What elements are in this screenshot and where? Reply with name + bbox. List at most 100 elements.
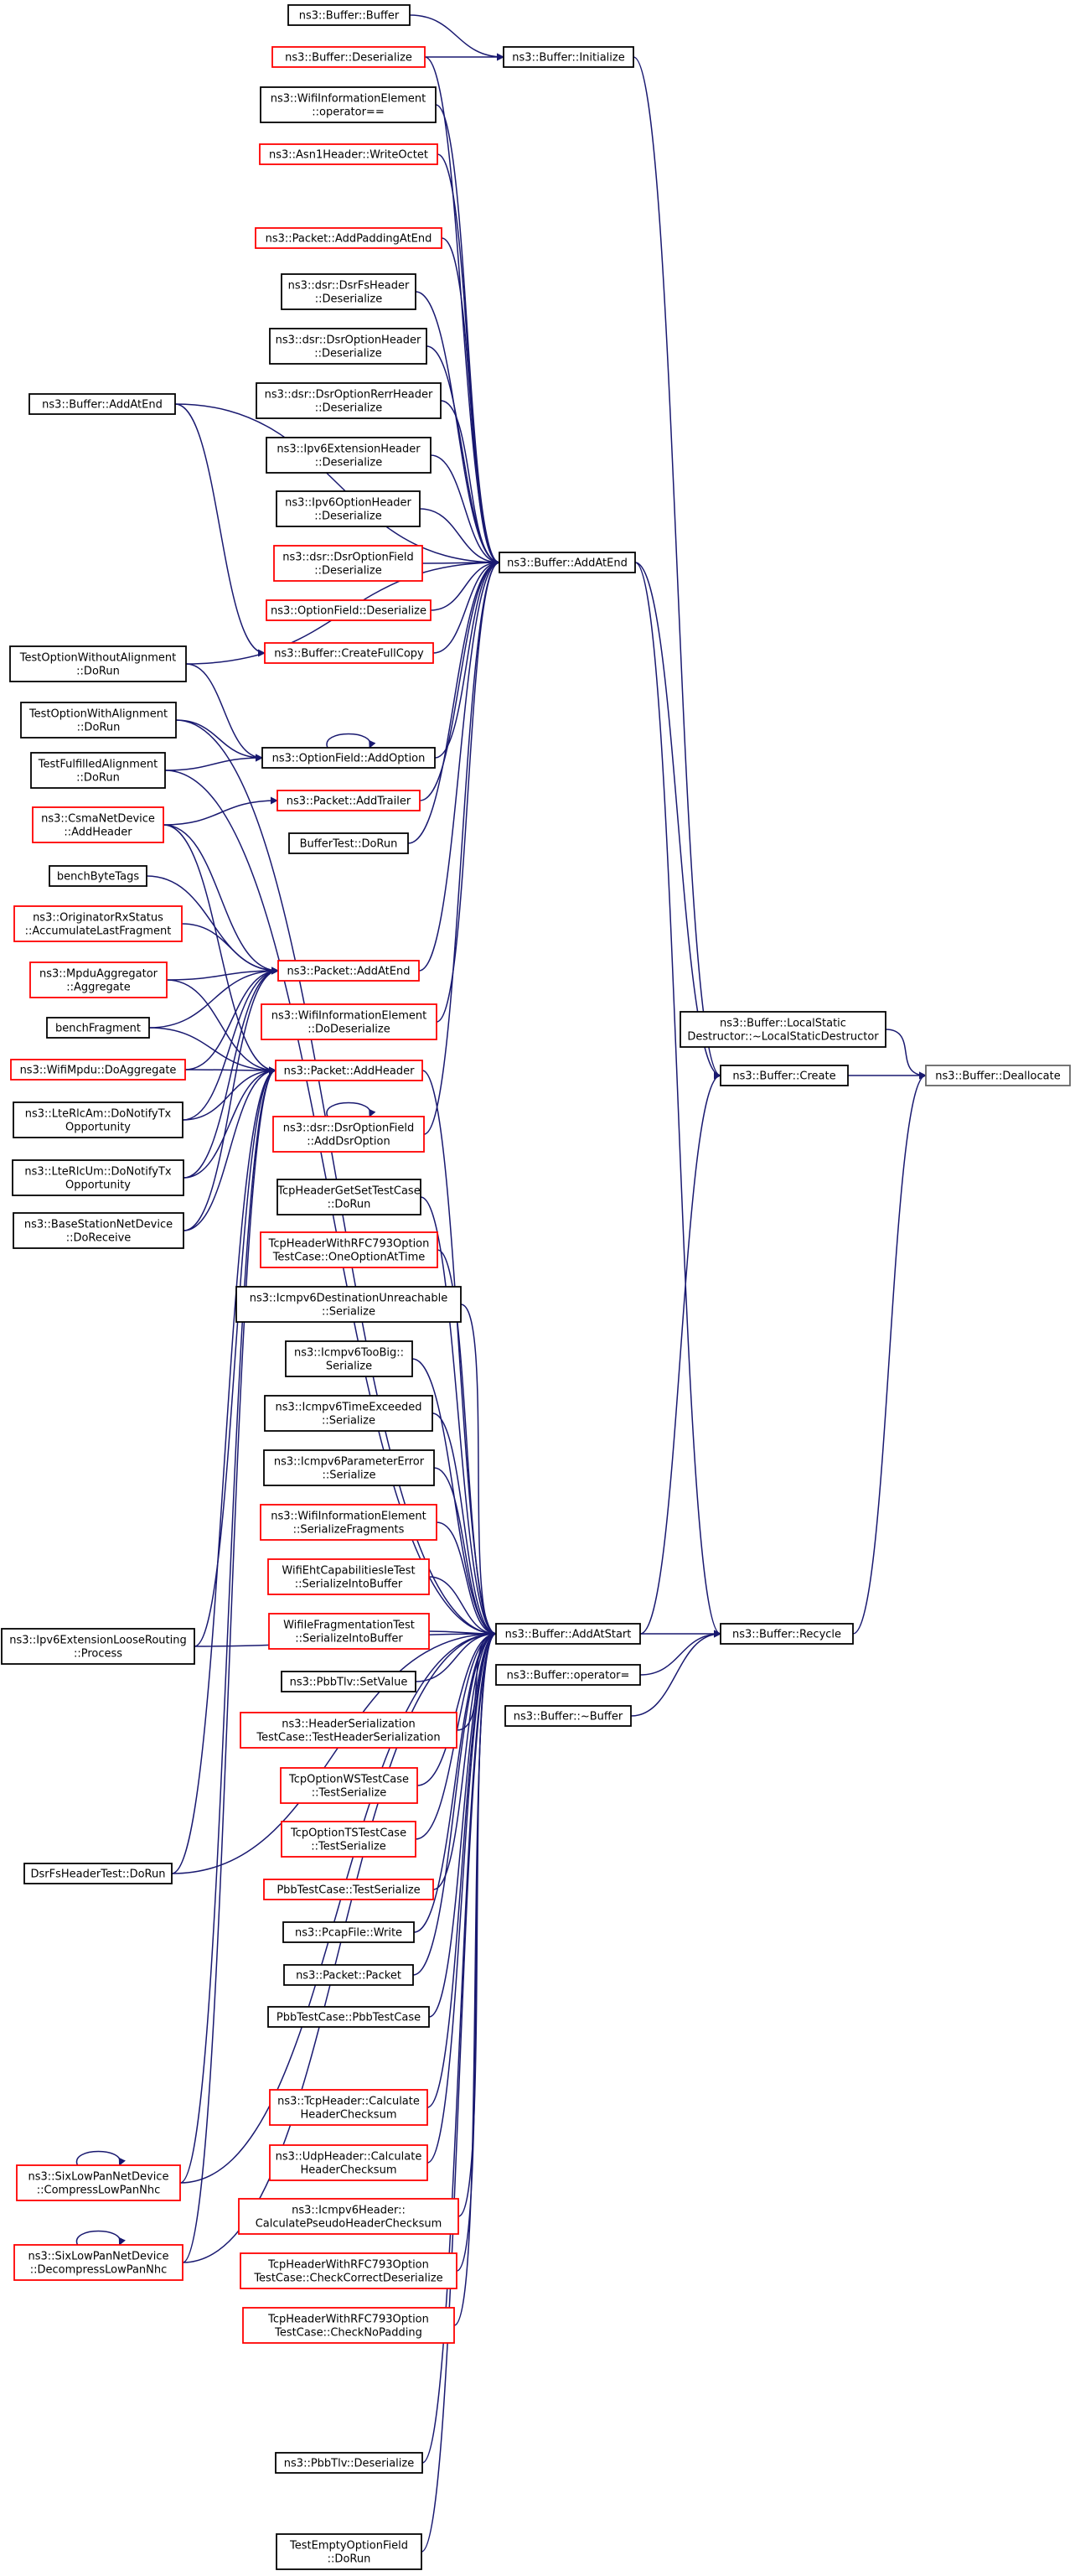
function-node-paddatend[interactable]: ns3::Packet::AddAtEnd <box>277 960 420 982</box>
function-node-init[interactable]: ns3::Buffer::Initialize <box>503 46 634 68</box>
function-node-dsrfs[interactable]: ns3::dsr::DsrFsHeader::Deserialize <box>281 273 416 310</box>
node-box <box>271 46 426 68</box>
node-label: PbbTestCase::PbbTestCase <box>277 2012 421 2024</box>
function-node-ipv6loose[interactable]: ns3::Ipv6ExtensionLooseRouting::Process <box>1 1628 195 1665</box>
function-node-icmp6chk[interactable]: ns3::Icmpv6Header::CalculatePseudoHeader… <box>238 2198 459 2235</box>
function-node-bbt[interactable]: benchByteTags <box>49 865 147 887</box>
function-node-icmpte[interactable]: ns3::Icmpv6TimeExceeded::Serialize <box>264 1395 433 1432</box>
function-node-pktctor[interactable]: ns3::Packet::Packet <box>283 1964 414 1986</box>
function-node-wifimpdu[interactable]: ns3::WifiMpdu::DoAggregate <box>10 1059 186 1081</box>
node-box <box>275 2452 423 2474</box>
function-node-dsrrerr[interactable]: ns3::dsr::DsrOptionRerrHeader::Deseriali… <box>256 382 442 419</box>
function-node-mpdu[interactable]: ns3::MpduAggregator::Aggregate <box>29 961 168 998</box>
function-node-twa[interactable]: TestOptionWithAlignment::DoRun <box>20 702 177 739</box>
call-edge <box>426 1630 497 2108</box>
function-node-opeq[interactable]: ns3::Buffer::operator= <box>495 1664 641 1686</box>
function-node-adddsr[interactable]: ns3::dsr::DsrOptionField::AddDsrOption <box>272 1116 425 1153</box>
function-node-orig[interactable]: ns3::OriginatorRxStatus::AccumulateLastF… <box>13 905 183 942</box>
function-node-bfrag[interactable]: benchFragment <box>46 1017 150 1039</box>
function-node-wieht[interactable]: WifiEhtCapabilitiesIeTest::SerializeInto… <box>267 1558 430 1595</box>
node-label: HeaderChecksum <box>300 2164 396 2177</box>
node-label: ns3::Asn1Header::WriteOctet <box>269 149 428 162</box>
node-label: ns3::OriginatorRxStatus <box>33 912 163 925</box>
node-box <box>260 86 437 123</box>
function-node-recycle[interactable]: ns3::Buffer::Recycle <box>720 1623 854 1645</box>
call-edge <box>430 558 500 611</box>
function-node-towa[interactable]: TestOptionWithoutAlignment::DoRun <box>9 645 187 682</box>
call-edge <box>426 345 500 567</box>
call-edge <box>415 291 500 567</box>
function-node-icmppe[interactable]: ns3::Icmpv6ParameterError::Serialize <box>263 1449 435 1486</box>
call-edge <box>179 1630 497 2184</box>
function-node-dealloc[interactable]: ns3::Buffer::Deallocate <box>925 1065 1071 1086</box>
function-node-sixcomp[interactable]: ns3::SixLowPanNetDevice::CompressLowPanN… <box>16 2164 181 2201</box>
function-node-bsnd[interactable]: ns3::BaseStationNetDevice::DoReceive <box>13 1212 184 1249</box>
node-label: ::SerializeFragments <box>293 1524 405 1537</box>
function-node-tcpws[interactable]: TcpOptionWSTestCase::TestSerialize <box>280 1767 418 1804</box>
function-node-fullcopy[interactable]: ns3::Buffer::CreateFullCopy <box>264 642 434 664</box>
function-node-addopt[interactable]: ns3::OptionField::AddOption <box>261 747 436 769</box>
function-node-ipv6opt[interactable]: ns3::Ipv6OptionHeader::Deserialize <box>276 490 421 527</box>
function-node-paddpad[interactable]: ns3::Packet::AddPaddingAtEnd <box>255 227 442 249</box>
function-node-tfa[interactable]: TestFulfilledAlignment::DoRun <box>30 752 166 789</box>
function-node-icmpdu[interactable]: ns3::Icmpv6DestinationUnreachable::Seria… <box>235 1286 462 1323</box>
function-node-wisf[interactable]: ns3::WifiInformationElement::SerializeFr… <box>260 1504 437 1541</box>
function-node-tcpccd[interactable]: TcpHeaderWithRFC793OptionTestCase::Check… <box>240 2252 457 2289</box>
function-node-bdeser[interactable]: ns3::Buffer::Deserialize <box>271 46 426 68</box>
function-node-tcprfc1[interactable]: TcpHeaderWithRFC793OptionTestCase::OneOp… <box>260 1231 438 1268</box>
function-node-dsrfstest[interactable]: DsrFsHeaderTest::DoRun <box>23 1863 173 1884</box>
function-node-addatstart[interactable]: ns3::Buffer::AddAtStart <box>495 1623 641 1645</box>
node-box <box>720 1065 849 1086</box>
function-node-pbbtest[interactable]: PbbTestCase::TestSerialize <box>263 1879 434 1900</box>
node-box <box>269 2089 428 2126</box>
function-node-widoDeser[interactable]: ns3::WifiInformationElement::DoDeseriali… <box>261 1003 437 1040</box>
function-node-asn1[interactable]: ns3::Asn1Header::WriteOctet <box>259 143 438 165</box>
function-node-hdrser[interactable]: ns3::HeaderSerializationTestCase::TestHe… <box>240 1712 457 1749</box>
function-node-csma[interactable]: ns3::CsmaNetDevice::AddHeader <box>32 806 164 843</box>
function-node-tcpget[interactable]: TcpHeaderGetSetTestCase::DoRun <box>277 1179 421 1215</box>
call-edge <box>148 1027 277 1075</box>
function-node-dsrfield[interactable]: ns3::dsr::DsrOptionField::Deserialize <box>273 545 423 582</box>
node-box <box>680 1011 886 1048</box>
function-node-icmptb[interactable]: ns3::Icmpv6TooBig::Serialize <box>285 1340 413 1377</box>
function-node-paddheader[interactable]: ns3::Packet::AddHeader <box>275 1060 423 1081</box>
node-label: ns3::MpduAggregator <box>39 968 158 981</box>
function-node-dsropt[interactable]: ns3::dsr::DsrOptionHeader::Deserialize <box>269 328 427 365</box>
function-node-buffertest[interactable]: BufferTest::DoRun <box>288 832 409 854</box>
node-label: TcpHeaderWithRFC793Option <box>267 2314 429 2326</box>
function-node-wieq[interactable]: ns3::WifiInformationElement::operator== <box>260 86 437 123</box>
node-box <box>499 552 636 573</box>
function-node-tcpcnp[interactable]: TcpHeaderWithRFC793OptionTestCase::Check… <box>242 2307 455 2344</box>
function-node-pbbdeser[interactable]: ns3::PbbTlv::Deserialize <box>275 2452 423 2474</box>
function-node-buffer[interactable]: ns3::Buffer::Buffer <box>287 4 411 26</box>
node-label: ::operator== <box>312 106 384 119</box>
call-edge <box>433 1467 497 1638</box>
node-box <box>720 1623 854 1645</box>
call-edge <box>421 1630 497 2553</box>
function-node-addtrailer[interactable]: ns3::Packet::AddTrailer <box>277 790 421 811</box>
function-node-pcap[interactable]: ns3::PcapFile::Write <box>282 1921 415 1943</box>
function-node-wiiefrag[interactable]: WifiIeFragmentationTest::SerializeIntoBu… <box>268 1613 430 1650</box>
function-node-baddatend[interactable]: ns3::Buffer::AddAtEnd <box>28 393 176 415</box>
function-node-addatend[interactable]: ns3::Buffer::AddAtEnd <box>499 552 636 573</box>
function-node-dtor[interactable]: ns3::Buffer::~Buffer <box>504 1705 632 1727</box>
node-label: ns3::Ipv6ExtensionLooseRouting <box>9 1635 186 1647</box>
node-box <box>269 2144 428 2181</box>
function-node-teof[interactable]: TestEmptyOptionField::DoRun <box>276 2533 422 2570</box>
function-node-ipv6ext[interactable]: ns3::Ipv6ExtensionHeader::Deserialize <box>266 437 432 474</box>
function-node-optfielddeser[interactable]: ns3::OptionField::Deserialize <box>266 599 432 621</box>
call-edge <box>182 1066 277 2263</box>
function-node-pbbset[interactable]: ns3::PbbTlv::SetValue <box>281 1671 416 1692</box>
function-node-create[interactable]: ns3::Buffer::Create <box>720 1065 849 1086</box>
call-edge <box>163 824 277 1075</box>
node-label: ns3::Buffer::Buffer <box>299 10 400 23</box>
function-node-sixdecomp[interactable]: ns3::SixLowPanNetDevice::DecompressLowPa… <box>13 2244 183 2281</box>
node-label: ::Deserialize <box>314 565 382 578</box>
function-node-lsd[interactable]: ns3::Buffer::LocalStaticDestructor::~Loc… <box>680 1011 886 1048</box>
function-node-pbbctor[interactable]: PbbTestCase::PbbTestCase <box>267 2006 430 2028</box>
function-node-tcpts[interactable]: TcpOptionTSTestCase::TestSerialize <box>281 1821 416 1858</box>
